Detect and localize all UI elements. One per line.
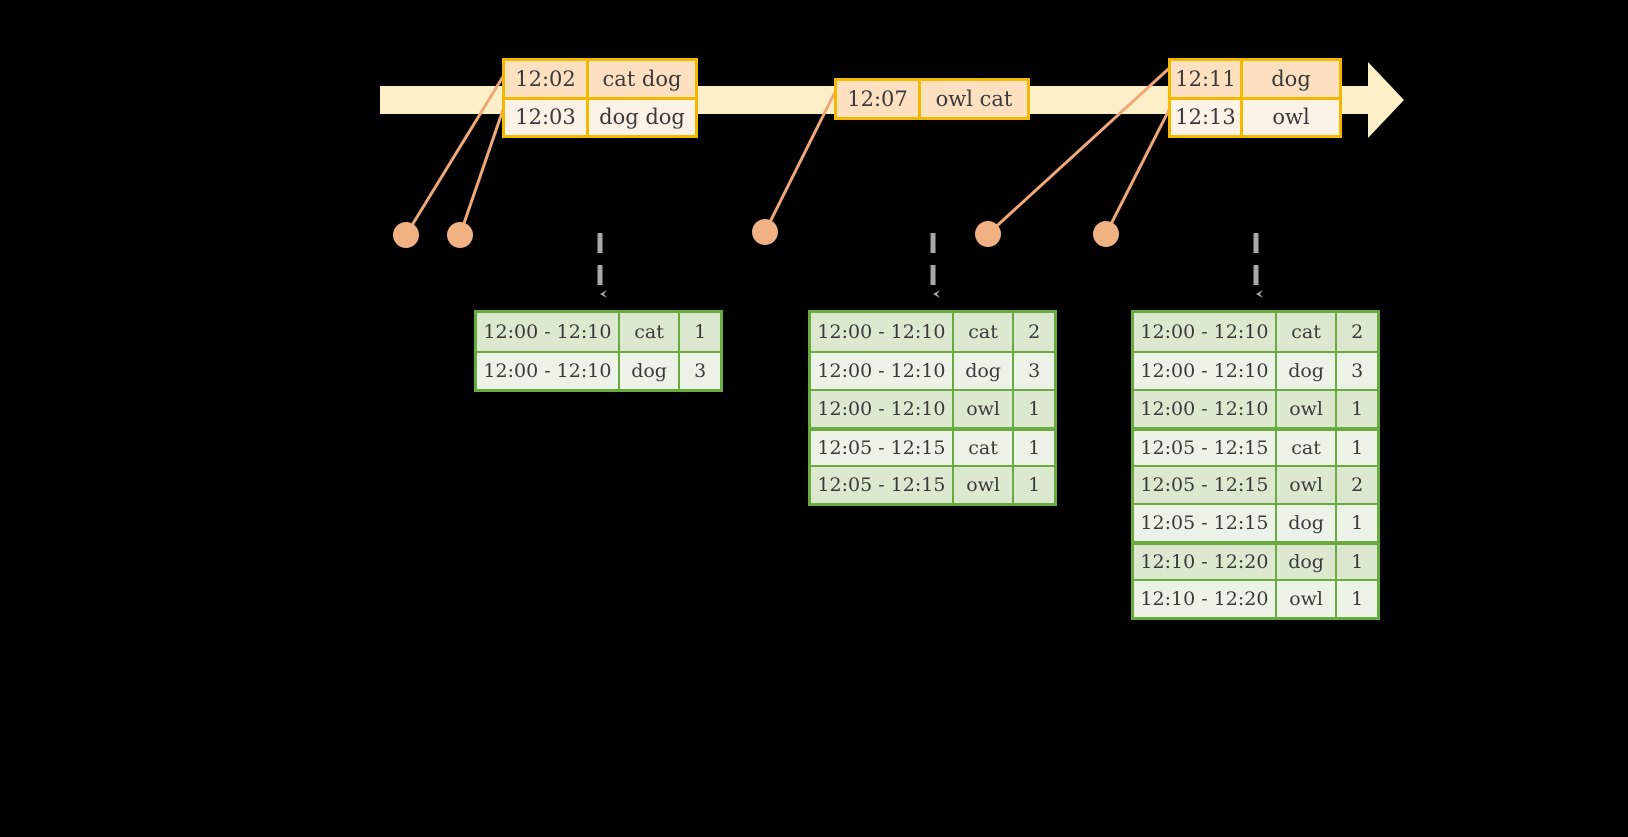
- cell-window: 12:10 - 12:20: [1134, 545, 1277, 579]
- cell-window: 12:00 - 12:10: [811, 353, 954, 389]
- event-box-2: 12:07 owl cat: [834, 78, 1030, 120]
- connector-line-3: [763, 81, 842, 233]
- cell-window: 12:10 - 12:20: [1134, 581, 1277, 617]
- cell-key: cat: [620, 313, 681, 351]
- cell-count: 1: [1028, 474, 1041, 496]
- cell-count: 3: [694, 360, 707, 382]
- cell-count: 1: [1351, 551, 1364, 573]
- event-dot-4: [975, 221, 1001, 247]
- cell-window: 12:00 - 12:10: [811, 313, 954, 351]
- connector-line-5: [1104, 103, 1174, 235]
- cell-window: 12:05 - 12:15: [1134, 505, 1277, 541]
- cell-key: owl: [1277, 581, 1338, 617]
- connector-line-1: [404, 61, 514, 236]
- event-box-3: 12:11 dog 12:13 owl: [1168, 58, 1342, 138]
- cell-count: 1: [1351, 437, 1364, 459]
- cell-window: 12:05 - 12:15: [1134, 467, 1277, 503]
- dashed-arrows: [597, 233, 1263, 298]
- event-timestamp: 12:03: [505, 99, 589, 135]
- event-dot-1: [393, 222, 419, 248]
- event-row: 12:03 dog dog: [505, 96, 695, 135]
- cell-key: owl: [954, 391, 1015, 427]
- cell-window: 12:00 - 12:10: [811, 391, 954, 427]
- cell-count: 1: [1351, 588, 1364, 610]
- event-row: 12:02 cat dog: [505, 61, 695, 97]
- event-row: 12:13 owl: [1171, 96, 1339, 135]
- cell-key: dog: [620, 353, 681, 389]
- cell-window: 12:05 - 12:15: [811, 467, 954, 503]
- event-words: owl cat: [935, 87, 1013, 111]
- cell-count: 1: [1028, 437, 1041, 459]
- event-timestamp: 12:11: [1171, 61, 1243, 97]
- cell-key: dog: [1277, 505, 1338, 541]
- cell-key: dog: [1277, 545, 1338, 579]
- cell-key: dog: [1277, 353, 1338, 389]
- connector-line-2: [458, 103, 507, 236]
- cell-key: cat: [954, 431, 1015, 465]
- cell-key: cat: [1277, 431, 1338, 465]
- cell-window: 12:00 - 12:10: [477, 313, 620, 351]
- event-box-1: 12:02 cat dog 12:03 dog dog: [502, 58, 698, 138]
- cell-window: 12:00 - 12:10: [477, 353, 620, 389]
- event-words: owl: [1272, 105, 1310, 130]
- event-timestamp: 12:13: [1171, 99, 1243, 135]
- cell-key: cat: [954, 313, 1015, 351]
- event-dots: [393, 219, 1119, 248]
- cell-key: cat: [1277, 313, 1338, 351]
- cell-count: 2: [1028, 321, 1041, 343]
- cell-key: owl: [1277, 391, 1338, 427]
- event-dot-2: [447, 222, 473, 248]
- event-words: cat dog: [602, 66, 682, 91]
- cell-count: 1: [694, 321, 707, 343]
- cell-window: 12:00 - 12:10: [1134, 353, 1277, 389]
- cell-count: 1: [1351, 398, 1364, 420]
- cell-window: 12:05 - 12:15: [1134, 431, 1277, 465]
- event-timestamp: 12:02: [505, 61, 589, 97]
- cell-count: 2: [1351, 321, 1364, 343]
- cell-key: dog: [954, 353, 1015, 389]
- cell-window: 12:00 - 12:10: [1134, 313, 1277, 351]
- cell-window: 12:00 - 12:10: [1134, 391, 1277, 427]
- cell-key: owl: [1277, 467, 1338, 503]
- event-words: dog: [1271, 66, 1311, 91]
- event-row: 12:11 dog: [1171, 61, 1339, 97]
- event-dot-5: [1093, 221, 1119, 247]
- cell-count: 2: [1351, 474, 1364, 496]
- cell-count: 1: [1028, 398, 1041, 420]
- event-timestamp: 12:07: [837, 81, 921, 117]
- cell-count: 3: [1351, 360, 1364, 382]
- cell-key: owl: [954, 467, 1015, 503]
- cell-count: 1: [1351, 512, 1364, 534]
- cell-window: 12:05 - 12:15: [811, 431, 954, 465]
- event-row: 12:07 owl cat: [837, 81, 1027, 117]
- event-words: dog dog: [599, 105, 685, 130]
- event-dot-3: [752, 219, 778, 245]
- cell-count: 3: [1028, 360, 1041, 382]
